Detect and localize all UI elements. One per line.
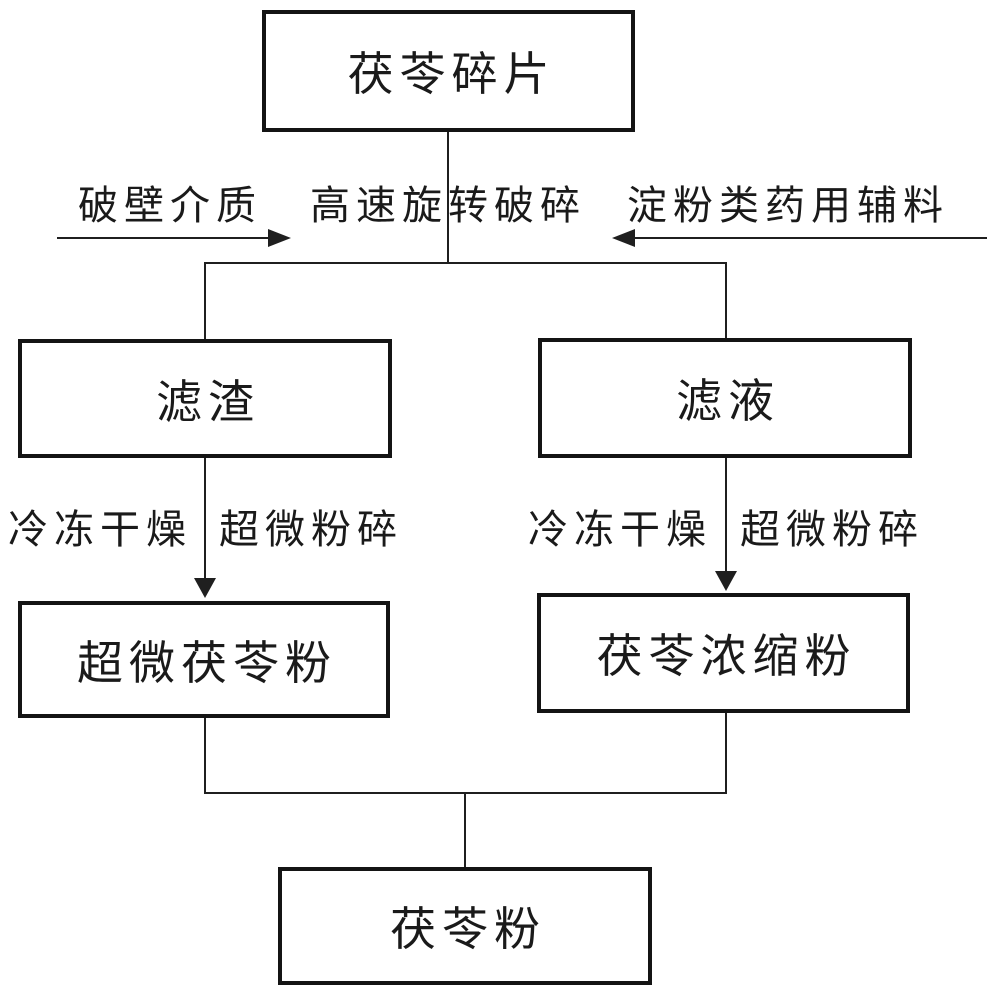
connector-left-upper-vertical	[204, 262, 206, 340]
connector-left-lower-vertical	[204, 718, 206, 794]
node-fuling-concentrate-powder: 茯苓浓缩粉	[537, 593, 910, 713]
down-arrowhead-left-icon	[194, 578, 216, 598]
node-filtrate: 滤液	[538, 338, 912, 458]
node-fuling-pieces: 茯苓碎片	[262, 10, 635, 132]
label-starch-pharmaceutical-excipient: 淀粉类药用辅料	[627, 183, 949, 228]
right-input-arrow-line	[632, 237, 987, 239]
node-ultrafine-fuling-powder: 超微茯苓粉	[18, 601, 390, 718]
label-ultrafine-grinding-right: 超微粉碎	[740, 507, 924, 552]
connector-top-vertical	[447, 132, 449, 263]
node-filter-residue: 滤渣	[18, 339, 392, 458]
label-high-speed-rotary-crushing: 高速旋转破碎	[310, 183, 586, 228]
connector-right-upper-vertical	[725, 262, 727, 339]
label-freeze-drying-left: 冷冻干燥	[8, 507, 192, 552]
connector-bottom-vertical	[464, 792, 466, 868]
left-input-arrow-line	[57, 237, 270, 239]
node-fuling-powder: 茯苓粉	[278, 867, 652, 985]
label-wall-breaking-medium: 破壁介质	[78, 183, 262, 228]
right-arrowhead-icon	[268, 229, 291, 247]
down-arrowhead-right-icon	[715, 571, 737, 591]
label-ultrafine-grinding-left: 超微粉碎	[219, 507, 403, 552]
connector-split-horizontal	[204, 262, 727, 264]
label-freeze-drying-right: 冷冻干燥	[528, 507, 712, 552]
connector-right-lower-vertical	[725, 713, 727, 794]
left-arrowhead-icon	[612, 229, 635, 247]
right-branch-arrow-line	[725, 458, 727, 573]
left-branch-arrow-line	[204, 458, 206, 580]
